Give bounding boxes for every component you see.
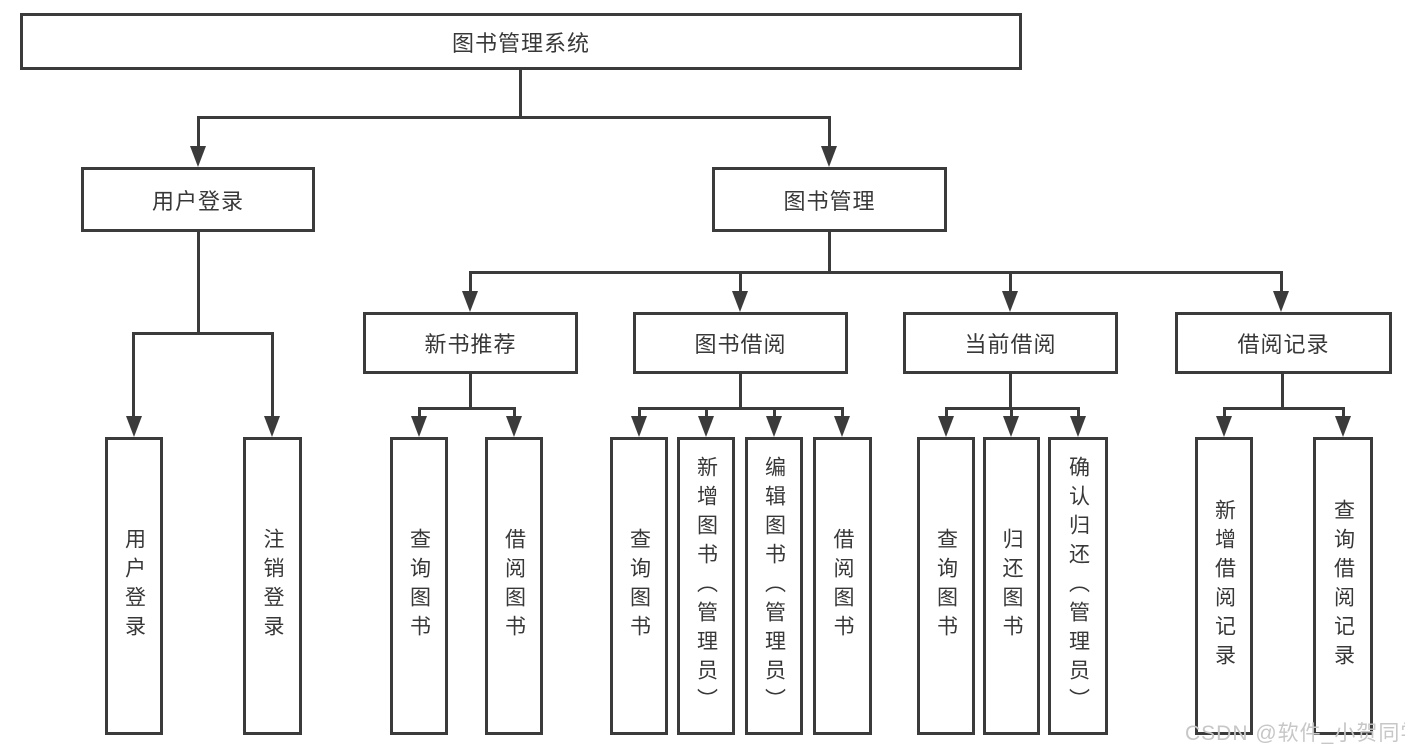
connector-line (1342, 407, 1345, 419)
node-current-borrowing-label: 当前借阅 (964, 332, 1057, 357)
connector-line (418, 407, 421, 419)
leaf-query-books-current-label: 查询图书 (934, 528, 958, 644)
arrow-down-icon (1216, 416, 1232, 437)
connector-line (197, 116, 200, 148)
arrow-down-icon (506, 416, 522, 437)
connector-line (1009, 271, 1012, 293)
arrow-down-icon (821, 146, 837, 167)
node-library-system: 图书管理系统 (20, 13, 1022, 70)
connector-line (271, 332, 274, 416)
connector-line (519, 68, 522, 118)
connector-line (132, 332, 274, 335)
node-current-borrowing: 当前借阅 (903, 312, 1118, 374)
arrow-down-icon (732, 291, 748, 312)
node-book-borrowing-label: 图书借阅 (694, 332, 787, 357)
connector-line (469, 372, 472, 410)
connector-line (1280, 271, 1283, 293)
connector-line (773, 407, 776, 419)
connector-line (469, 271, 1283, 274)
node-new-book-recommend: 新书推荐 (363, 312, 578, 374)
node-new-book-recommend-label: 新书推荐 (424, 332, 517, 357)
leaf-logout-label: 注销登录 (261, 528, 284, 644)
arrow-down-icon (264, 416, 280, 437)
connector-line (418, 407, 516, 410)
leaf-query-borrow-record: 查询借阅记录 (1313, 437, 1373, 735)
leaf-query-books-recommend: 查询图书 (390, 437, 448, 735)
leaf-logout: 注销登录 (243, 437, 302, 735)
leaf-borrow-books: 借阅图书 (813, 437, 872, 735)
leaf-add-borrow-record: 新增借阅记录 (1195, 437, 1253, 735)
node-user-login-label: 用户登录 (151, 188, 244, 214)
arrow-down-icon (938, 416, 954, 437)
leaf-add-borrow-record-label: 新增借阅记录 (1212, 499, 1236, 673)
node-book-borrowing: 图书借阅 (633, 312, 848, 374)
leaf-user-login-label: 用户登录 (122, 528, 146, 644)
leaf-query-books-borrow-label: 查询图书 (627, 528, 651, 644)
leaf-query-borrow-record-label: 查询借阅记录 (1331, 499, 1355, 673)
connector-line (1077, 407, 1080, 419)
leaf-query-books-recommend-label: 查询图书 (407, 528, 431, 644)
arrow-down-icon (1002, 291, 1018, 312)
connector-line (197, 116, 831, 119)
connector-line (1010, 407, 1013, 419)
leaf-confirm-return-admin-label: 确认归还（管理员） (1066, 455, 1090, 717)
connector-line (197, 230, 200, 334)
connector-line (1009, 372, 1012, 410)
connector-line (638, 407, 641, 419)
leaf-confirm-return-admin: 确认归还（管理员） (1048, 437, 1108, 735)
leaf-query-books-current: 查询图书 (917, 437, 975, 735)
arrow-down-icon (126, 416, 142, 437)
arrow-down-icon (631, 416, 647, 437)
connector-line (828, 230, 831, 274)
arrow-down-icon (411, 416, 427, 437)
watermark: CSDN @软件_小贺同学 (1185, 722, 1405, 745)
arrow-down-icon (190, 146, 206, 167)
connector-line (841, 407, 844, 419)
connector-line (1281, 372, 1284, 410)
leaf-borrow-books-label: 借阅图书 (831, 528, 854, 644)
connector-line (1223, 407, 1344, 410)
leaf-user-login: 用户登录 (105, 437, 163, 735)
leaf-edit-book-admin-label: 编辑图书（管理员） (762, 455, 786, 717)
node-book-management: 图书管理 (712, 167, 947, 232)
connector-line (132, 332, 135, 416)
arrow-down-icon (834, 416, 850, 437)
connector-line (513, 407, 516, 419)
arrow-down-icon (698, 416, 714, 437)
leaf-borrow-books-recommend: 借阅图书 (485, 437, 543, 735)
connector-line (739, 372, 742, 410)
connector-line (739, 271, 742, 293)
arrow-down-icon (1335, 416, 1351, 437)
node-borrowing-records: 借阅记录 (1175, 312, 1392, 374)
leaf-add-book-admin-label: 新增图书（管理员） (694, 455, 718, 717)
arrow-down-icon (462, 291, 478, 312)
leaf-edit-book-admin: 编辑图书（管理员） (745, 437, 803, 735)
node-borrowing-records-label: 借阅记录 (1237, 332, 1330, 357)
node-book-management-label: 图书管理 (783, 188, 876, 214)
connector-line (828, 116, 831, 148)
arrow-down-icon (766, 416, 782, 437)
connector-line (705, 407, 708, 419)
connector-line (1223, 407, 1226, 419)
connector-line (638, 407, 844, 410)
arrow-down-icon (1070, 416, 1086, 437)
node-user-login: 用户登录 (81, 167, 315, 232)
leaf-return-books-label: 归还图书 (1000, 528, 1023, 644)
leaf-query-books-borrow: 查询图书 (610, 437, 668, 735)
connector-line (469, 271, 472, 293)
connector-line (945, 407, 948, 419)
leaf-borrow-books-recommend-label: 借阅图书 (502, 528, 526, 644)
arrow-down-icon (1003, 416, 1019, 437)
leaf-return-books: 归还图书 (983, 437, 1040, 735)
arrow-down-icon (1273, 291, 1289, 312)
leaf-add-book-admin: 新增图书（管理员） (677, 437, 735, 735)
node-library-system-label: 图书管理系统 (451, 30, 590, 56)
